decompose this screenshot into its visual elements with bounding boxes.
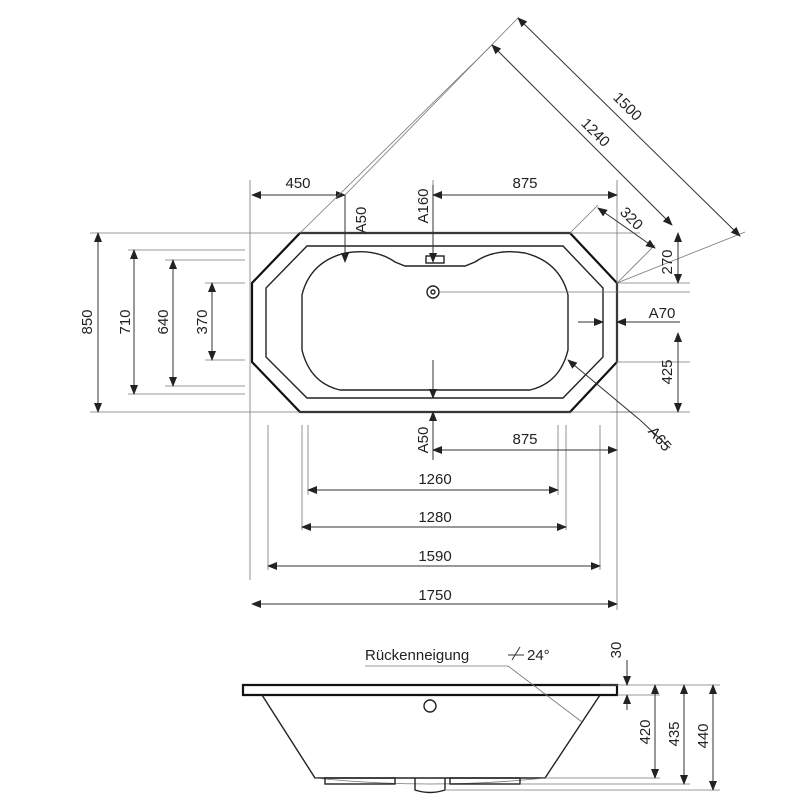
dim-320-label: 320 xyxy=(616,204,646,234)
dim-425-label: 425 xyxy=(659,359,676,384)
dim-1240-label: 1240 xyxy=(577,115,613,151)
dim-435-label: 435 xyxy=(666,721,683,746)
tub-rim-outline xyxy=(265,245,604,399)
side-view: Rückenneigung 24° 30 420 435 440 xyxy=(241,642,720,794)
dim-1260-label: 1260 xyxy=(418,471,451,488)
dim-875-bottom-label: 875 xyxy=(512,431,537,448)
dim-1750-label: 1750 xyxy=(418,587,451,604)
side-body-outline xyxy=(261,694,601,779)
dim-a50-top-label: A50 xyxy=(353,207,370,234)
drain-icon xyxy=(426,285,440,299)
dim-1280-label: 1280 xyxy=(418,509,451,526)
left-dimensions: 850 710 640 370 xyxy=(79,232,216,413)
side-foot-left xyxy=(324,777,396,785)
dim-a70-label: A70 xyxy=(649,305,676,322)
side-overflow-icon xyxy=(423,699,437,713)
extension-lines xyxy=(90,180,690,610)
plan-view: 450 A50 A160 875 1500 1240 320 A65 xyxy=(79,17,746,610)
tub-basin-outline xyxy=(301,250,569,391)
dim-850-label: 850 xyxy=(79,309,96,334)
dim-30-label: 30 xyxy=(608,642,625,659)
backrest-angle-label: 24° xyxy=(527,647,550,664)
dim-a160-label: A160 xyxy=(415,188,432,223)
overflow-detail xyxy=(425,255,445,264)
dim-1500-label: 1500 xyxy=(609,89,645,125)
dim-875-top-label: 875 xyxy=(512,175,537,192)
side-extension-lines xyxy=(445,684,720,791)
dim-370-label: 370 xyxy=(194,309,211,334)
dim-420-label: 420 xyxy=(637,719,654,744)
angle-icon xyxy=(508,646,524,661)
side-rim-outline xyxy=(241,683,619,697)
dim-1590-label: 1590 xyxy=(418,548,451,565)
dim-710-label: 710 xyxy=(117,309,134,334)
side-drain xyxy=(414,778,446,794)
side-foot-right xyxy=(449,777,521,785)
tub-outer-outline xyxy=(250,231,619,414)
dim-640-label: 640 xyxy=(155,309,172,334)
side-dimensions: 30 420 435 440 xyxy=(608,642,717,791)
dim-450-label: 450 xyxy=(285,175,310,192)
dim-270-label: 270 xyxy=(659,249,676,274)
dim-440-label: 440 xyxy=(695,723,712,748)
backrest-annotation: Rückenneigung 24° xyxy=(365,646,583,723)
backrest-label: Rückenneigung xyxy=(365,647,469,664)
right-dimensions: 270 A70 425 xyxy=(578,232,682,413)
bottom-dimensions: A50 875 1260 1280 1590 1750 xyxy=(251,360,618,608)
top-dimensions: 450 A50 A160 875 xyxy=(251,175,618,263)
dim-a50-bottom-label: A50 xyxy=(415,427,432,454)
